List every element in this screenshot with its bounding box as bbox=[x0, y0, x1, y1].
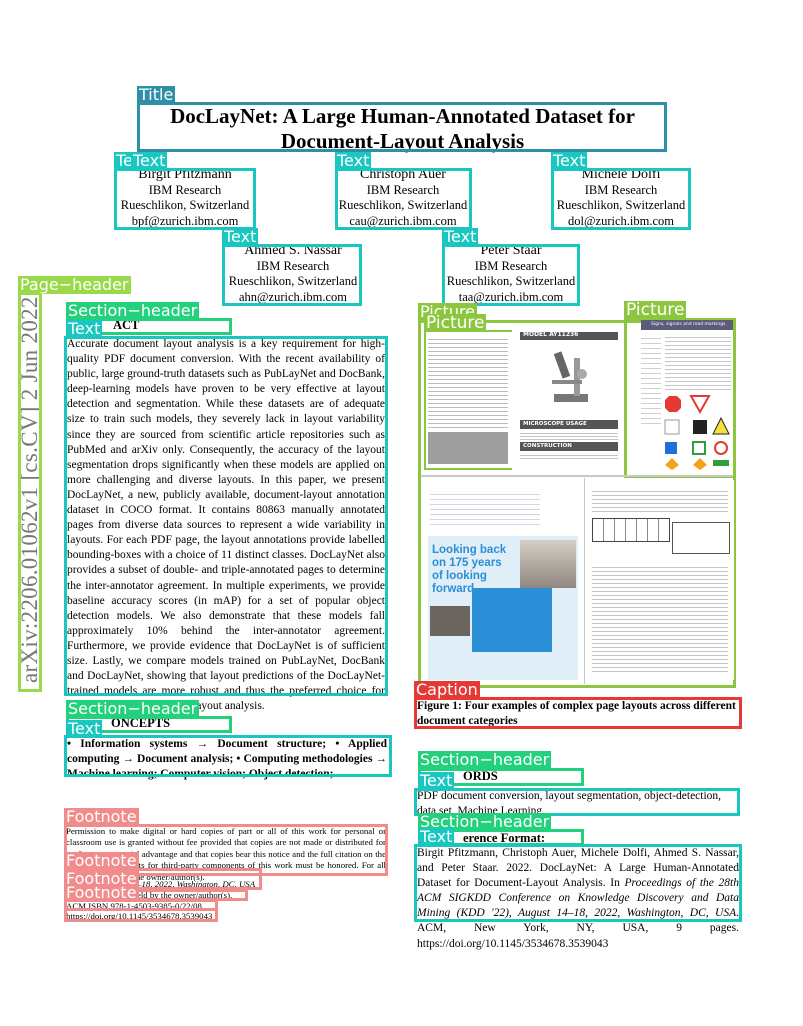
author-email: dol@zurich.ibm.com bbox=[568, 213, 674, 228]
thumb-report-blue-box bbox=[472, 588, 552, 652]
author-org: IBM Research bbox=[584, 182, 658, 197]
author-email: cau@zurich.ibm.com bbox=[349, 213, 457, 228]
text-label: Text bbox=[418, 771, 455, 790]
page-header-label: Page−header bbox=[18, 275, 131, 294]
thumb-photo-person bbox=[520, 540, 576, 588]
author-email: ahn@zurich.ibm.com bbox=[238, 289, 347, 304]
footnote-doi: https://doi.org/10.1145/3534678.3539043 bbox=[66, 911, 213, 921]
thumb-microscope-title: MODEL AY11236 bbox=[520, 332, 618, 340]
thumb-construction-text bbox=[520, 453, 618, 461]
thumb-research-text-bottom bbox=[592, 564, 728, 672]
author-location: Rueschlikon, Switzerland bbox=[338, 198, 468, 212]
concepts-box bbox=[64, 735, 392, 777]
keywords-header: ORDS bbox=[463, 769, 498, 783]
thumb-research-diagram bbox=[672, 522, 730, 554]
thumb-microscope-usage: MICROSCOPE USAGE bbox=[520, 420, 618, 429]
thumb-report-table bbox=[430, 490, 540, 526]
author-org: IBM Research bbox=[256, 258, 330, 273]
thumb-research-text-top bbox=[592, 488, 728, 514]
author-2-box bbox=[335, 168, 472, 230]
reference-venue: Proceedings of the 28th ACM SIGKDD Confe… bbox=[417, 877, 739, 920]
text-label: Text bbox=[222, 227, 259, 246]
keywords-box bbox=[414, 788, 740, 816]
author-location: Rueschlikon, Switzerland bbox=[228, 274, 358, 288]
author-location: Rueschlikon, Switzerland bbox=[120, 198, 250, 212]
author-email: taa@zurich.ibm.com bbox=[458, 289, 564, 304]
section-header-label: Section−header bbox=[66, 699, 200, 718]
abstract-header: ACT bbox=[113, 318, 140, 332]
paper-title-line-1: DocLayNet: A Large Human-Annotated Datas… bbox=[170, 104, 635, 128]
text-label: Text bbox=[551, 151, 588, 170]
footnote-venue: KDD '22, August 14–18, 2022, Washington,… bbox=[66, 879, 256, 889]
concepts-header: ONCEPTS bbox=[111, 716, 171, 730]
thumb-column-left bbox=[428, 336, 508, 428]
footnote-box bbox=[64, 908, 218, 922]
footnote-box bbox=[64, 824, 388, 876]
author-4-box bbox=[222, 244, 362, 306]
thumb-gray-panel bbox=[428, 432, 508, 464]
author-email: bpf@zurich.ibm.com bbox=[131, 213, 239, 228]
author-5-box bbox=[442, 244, 580, 306]
figure-picture-box bbox=[418, 320, 736, 688]
caption-label: Caption bbox=[414, 680, 480, 699]
text-label: Text bbox=[66, 719, 103, 738]
thumb-photo-building bbox=[430, 606, 470, 636]
author-location: Rueschlikon, Switzerland bbox=[446, 274, 576, 288]
section-header-label: Section−header bbox=[418, 812, 552, 831]
microscope-manual-thumbnail: MODEL AY11236 MICROSCOPE USAGE CONSTRUCT… bbox=[426, 332, 618, 468]
text-label: Text bbox=[418, 827, 455, 846]
picture-label: Picture bbox=[424, 313, 487, 333]
reference-tail: . ACM, New York, NY, USA, 9 pages. https… bbox=[417, 907, 739, 950]
paper-title: DocLayNet: A Large Human-Annotated Datas… bbox=[140, 104, 665, 154]
picture-label: Picture bbox=[624, 300, 687, 320]
author-org: IBM Research bbox=[474, 258, 548, 273]
text-label: Text bbox=[335, 151, 372, 170]
reference-format-box bbox=[414, 844, 742, 922]
author-3-box bbox=[551, 168, 691, 230]
thumb-microscope-construction: CONSTRUCTION bbox=[520, 442, 618, 451]
figure-caption: Figure 1: Four examples of complex page … bbox=[417, 700, 736, 727]
title-box bbox=[137, 102, 667, 152]
thumb-signs-title: Signs, signals and road markings bbox=[641, 320, 733, 330]
figure-divider-vertical bbox=[584, 478, 585, 684]
thumb-signs-text bbox=[665, 334, 731, 392]
microscope-illustration bbox=[544, 348, 598, 404]
thumb-poster-headline: Looking back on 175 years of looking for… bbox=[432, 544, 507, 595]
author-org: IBM Research bbox=[148, 182, 222, 197]
thumb-signs-sidebar bbox=[641, 334, 661, 428]
text-label-cut: Te bbox=[114, 151, 135, 170]
page-header-box bbox=[18, 292, 42, 692]
author-org: IBM Research bbox=[366, 182, 440, 197]
reference-format-body: Birgit Pfitzmann, Christoph Auer, Michel… bbox=[417, 846, 739, 952]
footnote-label: Footnote bbox=[64, 851, 139, 870]
author-location: Rueschlikon, Switzerland bbox=[556, 198, 686, 212]
caption-box bbox=[414, 697, 742, 729]
abstract-body: Accurate document layout analysis is a k… bbox=[67, 338, 385, 713]
footnote-label: Footnote bbox=[64, 807, 139, 826]
footnote-label: Footnote bbox=[64, 869, 139, 888]
abstract-box bbox=[64, 336, 388, 696]
section-header-label: Section−header bbox=[66, 301, 200, 320]
author-1-box bbox=[114, 168, 256, 230]
research-page-thumbnail bbox=[586, 480, 734, 680]
thumb-research-table bbox=[592, 518, 670, 542]
reference-authors: Birgit Pfitzmann, Christoph Auer, Michel… bbox=[417, 847, 739, 890]
annual-report-thumbnail: Looking back on 175 years of looking for… bbox=[424, 478, 584, 684]
title-label: Title bbox=[137, 85, 176, 104]
footnote-copyright: © 2022 Copyright held by the owner/autho… bbox=[66, 890, 233, 900]
footnote-label: Footnote bbox=[64, 883, 139, 902]
text-label: Text bbox=[442, 227, 479, 246]
footnote-isbn: ACM ISBN 978-1-4503-9385-0/22/08. bbox=[66, 901, 205, 911]
microscope-icon bbox=[552, 351, 588, 402]
section-header-label: Section−header bbox=[418, 750, 552, 769]
concepts-body: • Information systems → Document structu… bbox=[67, 738, 387, 781]
text-label: Text bbox=[66, 319, 103, 338]
road-signs-icon bbox=[664, 395, 730, 470]
reference-format-header: erence Format: bbox=[463, 831, 546, 845]
text-label: Text bbox=[131, 151, 168, 170]
road-signs-thumbnail: Signs, signals and road markings bbox=[641, 320, 733, 472]
figure-divider-horizontal bbox=[421, 475, 733, 477]
thumb-usage-text bbox=[520, 431, 618, 441]
